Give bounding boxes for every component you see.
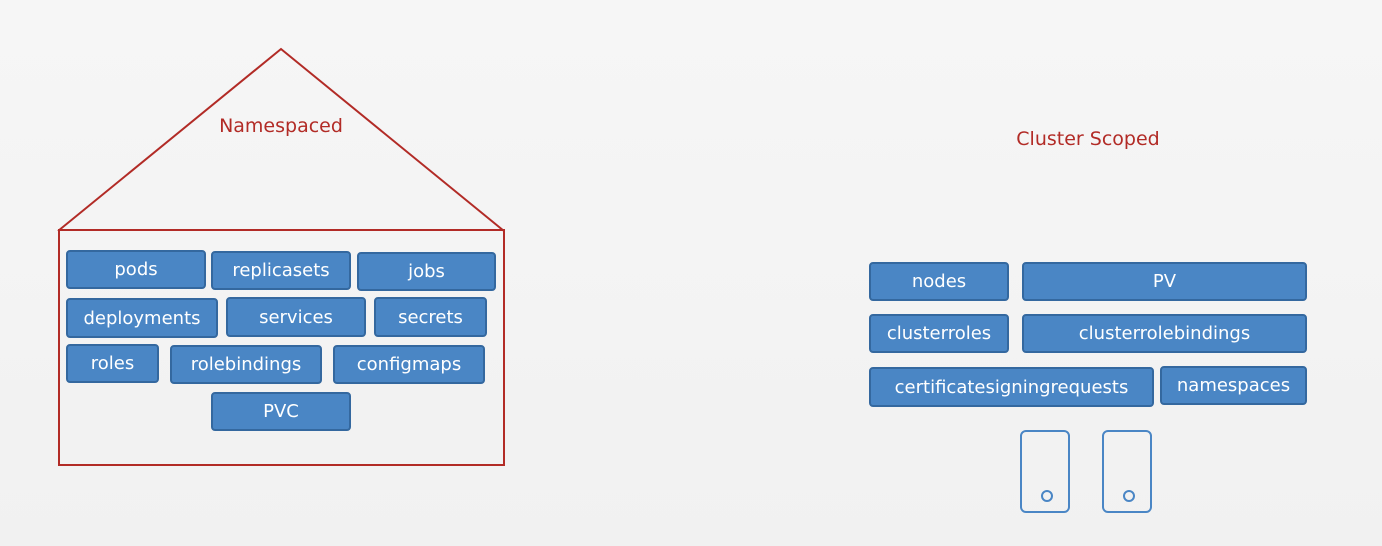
- resource-pods: pods: [66, 250, 206, 289]
- resource-configmaps: configmaps: [333, 345, 485, 384]
- resource-certificatesigningrequests: certificatesigningrequests: [869, 367, 1154, 407]
- resource-namespaces: namespaces: [1160, 366, 1307, 405]
- resource-nodes: nodes: [869, 262, 1009, 301]
- namespaced-title: Namespaced: [219, 115, 343, 137]
- resource-clusterroles: clusterroles: [869, 314, 1009, 353]
- resource-rolebindings: rolebindings: [170, 345, 322, 384]
- server-icon: [1102, 430, 1152, 513]
- resource-services: services: [226, 297, 366, 337]
- resource-clusterrolebindings: clusterrolebindings: [1022, 314, 1307, 353]
- server-icon: [1020, 430, 1070, 513]
- resource-pv: PV: [1022, 262, 1307, 301]
- namespace-house-body: [58, 229, 505, 466]
- resource-jobs: jobs: [357, 252, 496, 291]
- resource-pvc: PVC: [211, 392, 351, 431]
- resource-roles: roles: [66, 344, 159, 383]
- resource-secrets: secrets: [374, 297, 487, 337]
- resource-deployments: deployments: [66, 298, 218, 338]
- cluster-scoped-title: Cluster Scoped: [1016, 128, 1160, 150]
- resource-replicasets: replicasets: [211, 251, 351, 290]
